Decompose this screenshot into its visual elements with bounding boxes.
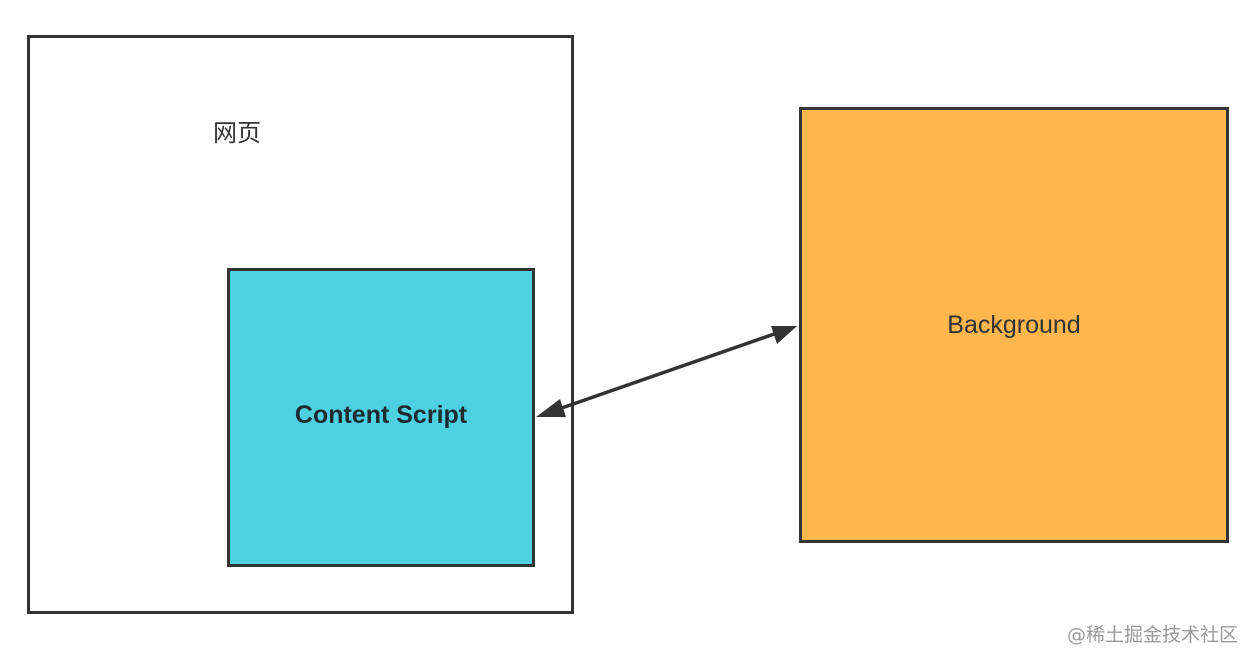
content-script-label: Content Script [294, 401, 468, 429]
arrow-line [555, 331, 778, 412]
arrow-head-left [536, 399, 566, 417]
background-box: Background [799, 107, 1229, 543]
background-label: Background [947, 311, 1081, 339]
content-script-box: Content Script [227, 268, 535, 567]
arrow-head-right [771, 326, 797, 344]
watermark: @稀土掘金技术社区 [1066, 624, 1238, 646]
webpage-label: 网页 [213, 119, 261, 147]
